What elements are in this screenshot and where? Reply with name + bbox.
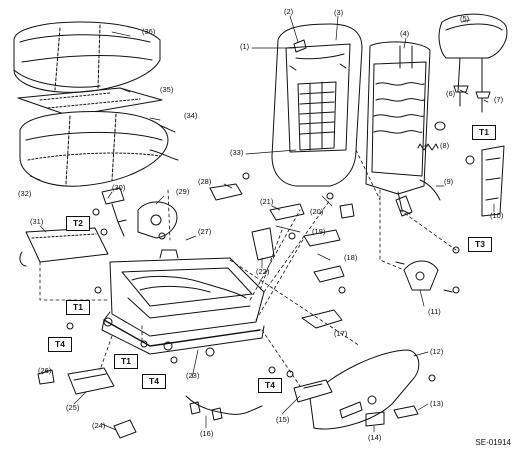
bolt-icon [66,172,460,382]
callout-2: (2) [284,7,294,16]
torque-tag-t1-lower: T1 [114,354,138,369]
callout-9: (9) [444,177,454,186]
figure-code: SE-01914 [475,438,511,447]
callout-11: (11) [428,307,441,316]
callout-4: (4) [400,29,410,38]
torque-tag-t4-right: T4 [258,378,282,393]
callout-29: (29) [176,187,190,196]
callout-18: (18) [344,253,358,262]
torque-tag-t3: T3 [468,237,492,252]
spring-8 [417,143,439,151]
callout-21: (21) [260,197,274,206]
callout-22: (22) [256,267,270,276]
callout-8: (8) [440,141,450,150]
seat-back-spring-frame-4 [365,41,431,217]
callout-17: (17) [334,329,348,338]
callout-36: (36) [142,27,156,36]
side-shield-12 [309,349,420,430]
callout-14: (14) [368,433,382,442]
callout-28: (28) [198,177,212,186]
bracket-22 [251,227,275,261]
connector-icon [189,401,223,421]
seat-frame-23 [101,249,265,357]
cushion-pad-35 [17,87,163,117]
callout-20: (20) [310,207,324,216]
callout-31: (31) [30,217,44,226]
callout-13: (13) [430,399,444,408]
callout-24: (24) [92,421,106,430]
torque-tag-t4-left: T4 [48,337,72,352]
callout-33: (33) [230,148,244,157]
bracket-18 [313,265,345,283]
lever-13 [393,405,419,419]
assembly-dashed-lines [39,149,457,387]
knob-14 [365,411,385,427]
callout-26: (26) [38,366,52,375]
callout-12: (12) [430,347,444,356]
cover-24 [113,419,137,439]
callout-3: (3) [334,8,344,17]
bracket-21 [269,203,305,221]
callout-7: (7) [494,95,504,104]
switch-15 [293,379,333,403]
headrest-guides-6-7 [453,85,491,113]
callout-35: (35) [160,85,174,94]
callout-27: (27) [198,227,212,236]
buckle-30 [101,187,127,237]
torque-tag-t1-upper: T1 [472,125,496,140]
callout-5: (5) [460,14,470,23]
torque-tag-t2: T2 [66,216,90,231]
callout-32: (32) [18,189,32,198]
cushion-frame-pad-31 [19,227,109,267]
callout-23: (23) [186,371,200,380]
washer-icon [434,121,446,131]
callout-10: (10) [490,211,504,220]
cover-26 [37,369,55,385]
guide-2 [293,39,307,53]
callout-15: (15) [276,415,290,424]
clip-20 [339,203,355,219]
bracket-17 [301,309,343,329]
nut-icon [465,155,475,165]
callout-25: (25) [66,403,80,412]
cable-9 [419,179,441,201]
bracket-28 [209,183,243,201]
bracket-19 [303,229,341,247]
bracket-11 [395,260,453,293]
callout-19: (19) [312,227,326,236]
harness-16 [185,395,263,415]
callout-30: (30) [112,183,126,192]
side-trim-10 [481,145,505,217]
callout-16: (16) [200,429,214,438]
leader-lines [29,15,495,433]
torque-tag-t1-left: T1 [66,300,90,315]
cover-25 [67,367,115,395]
headrest-5 [438,13,508,93]
seat-cushion-32 [19,111,179,187]
callout-1: (1) [240,42,250,51]
torque-tag-t4-mid: T4 [142,374,166,389]
callout-34: (34) [184,111,198,120]
callout-6: (6) [446,89,456,98]
seat-cushion-cover-36 [13,21,161,93]
recliner-cover-29 [137,201,178,239]
